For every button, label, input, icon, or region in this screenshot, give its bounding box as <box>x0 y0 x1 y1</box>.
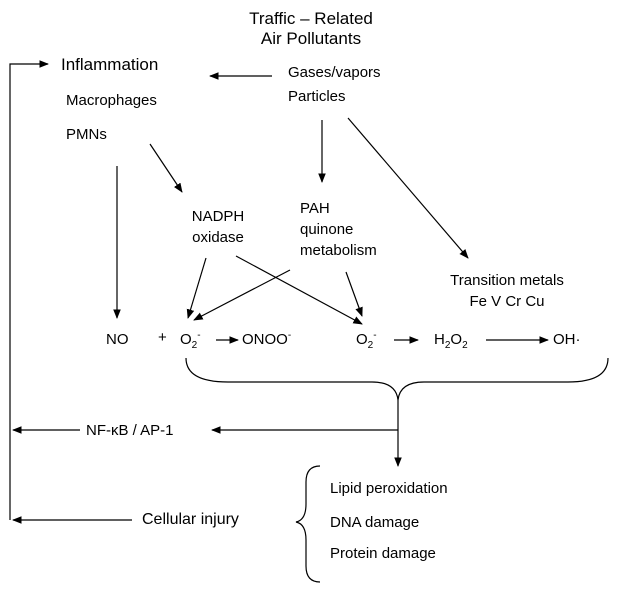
hydrogen-peroxide-label: H2O2 <box>434 331 468 351</box>
hydroxyl-text: OH <box>553 331 576 348</box>
macrophages-label: Macrophages <box>66 92 157 109</box>
arrow-nadph-to-superoxide-right <box>235 255 363 325</box>
arrow-pmns-to-nadph <box>149 143 183 193</box>
pah-label: PAH quinone metabolism <box>300 201 377 258</box>
reactions-brace <box>185 357 609 401</box>
superoxide-left-sub: 2 <box>191 340 198 351</box>
peroxide-o: O <box>450 331 463 348</box>
source-title-line2: Air Pollutants <box>260 29 362 48</box>
plus-sign: + <box>158 329 167 346</box>
injury-item-dna: DNA damage <box>330 514 420 531</box>
pah-line3: metabolism <box>300 242 377 259</box>
pah-line1: PAH <box>300 200 330 217</box>
source-title: Traffic – Related Air Pollutants <box>236 10 386 47</box>
metals-line2: Fe V Cr Cu <box>469 293 545 310</box>
superoxide-right: O2- <box>356 330 377 351</box>
nadph-line1: NADPH <box>191 208 245 225</box>
peroxynitrite-label: ONOO- <box>242 330 292 348</box>
superoxide-right-sub: 2 <box>367 340 374 351</box>
superoxide-left-o: O <box>180 331 192 348</box>
feedback-loop-line <box>9 60 49 520</box>
transition-metals-label: Transition metals Fe V Cr Cu <box>432 273 582 309</box>
superoxide-right-sup: - <box>373 330 377 341</box>
nadph-oxidase-label: NADPH oxidase <box>178 209 258 245</box>
peroxide-sub1: 2 <box>444 340 451 351</box>
arrow-pah-to-superoxide-right <box>345 271 363 317</box>
peroxide-h: H <box>434 331 445 348</box>
particles-label: Particles <box>288 88 346 105</box>
peroxynitrite-text: ONOO <box>242 331 288 348</box>
hydroxyl-dot: · <box>575 331 581 348</box>
nitric-oxide-label: NO <box>106 331 129 348</box>
cellular-injury-label: Cellular injury <box>142 511 239 528</box>
superoxide-left: O2- <box>180 330 201 351</box>
arrow-pah-to-superoxide-left <box>193 269 291 321</box>
pmns-label: PMNs <box>66 126 107 143</box>
nadph-line2: oxidase <box>192 229 244 246</box>
superoxide-right-o: O <box>356 331 368 348</box>
injury-item-protein: Protein damage <box>330 545 436 562</box>
inflammation-label: Inflammation <box>61 55 159 74</box>
source-title-line1: Traffic – Related <box>249 9 373 28</box>
pah-line2: quinone <box>300 221 354 238</box>
injury-item-lipid: Lipid peroxidation <box>330 480 448 497</box>
gases-label: Gases/vapors <box>288 64 381 81</box>
superoxide-left-sup: - <box>197 330 201 341</box>
peroxide-sub2: 2 <box>462 340 468 351</box>
arrow-nadph-to-superoxide-left <box>186 257 207 319</box>
arrow-particles-to-metals <box>347 117 469 259</box>
peroxynitrite-sup: - <box>287 330 292 341</box>
hydroxyl-radical-label: OH· <box>553 332 581 347</box>
metals-line1: Transition metals <box>450 272 564 289</box>
injury-brace <box>295 465 321 583</box>
nfkb-ap1-label: NF-κB / AP-1 <box>86 422 174 439</box>
